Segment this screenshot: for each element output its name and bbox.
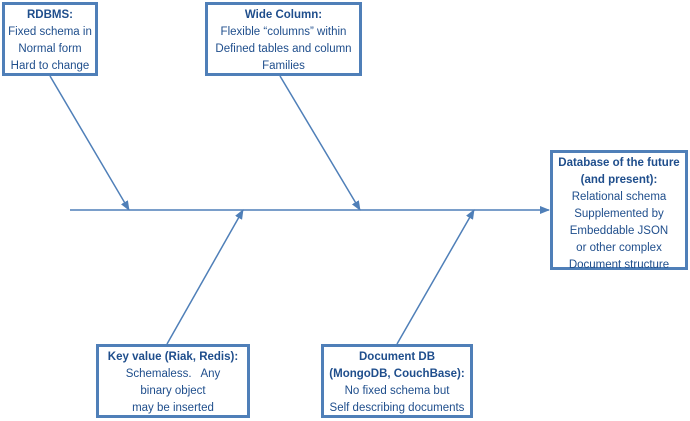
key-value-title: Key value (Riak, Redis): [107, 351, 239, 363]
key-value-line: may be inserted [132, 402, 214, 414]
rdbms-box: RDBMS: Fixed schema in Normal form Hard … [2, 2, 98, 76]
document-db-line: No fixed schema but [344, 385, 450, 397]
wide-column-box: Wide Column: Flexible “columns” within D… [205, 2, 362, 76]
wide-column-line: Defined tables and column [215, 43, 352, 55]
future-line: Document structure [568, 259, 670, 271]
key-value-line: binary object [140, 385, 206, 397]
future-title: (and present): [580, 174, 658, 186]
rdbms-line: Normal form [18, 43, 82, 55]
future-line: Relational schema [571, 191, 667, 203]
rdbms-line: Fixed schema in [8, 26, 92, 38]
future-title: Database of the future [558, 157, 680, 169]
rdbms-line: Hard to change [10, 60, 90, 72]
document-db-line: Self describing documents [329, 402, 465, 414]
key-value-box: Key value (Riak, Redis): Schemaless. Any… [96, 344, 250, 418]
document-db-arrow [396, 209, 475, 345]
future-line: Embeddable JSON [569, 225, 669, 237]
future-database-box: Database of the future (and present): Re… [550, 150, 688, 271]
document-db-box: Document DB (MongoDB, CouchBase): No fix… [321, 344, 473, 418]
key-value-line: Schemaless. Any [125, 368, 221, 380]
wide-column-line: Families [262, 60, 305, 72]
document-db-title: (MongoDB, CouchBase): [329, 368, 465, 380]
wide-column-line: Flexible “columns” within [220, 26, 347, 38]
key-value-arrow [166, 209, 244, 345]
rdbms-title: RDBMS: [27, 9, 73, 21]
wide-column-title: Wide Column: [244, 9, 323, 21]
wide-column-arrow [279, 75, 361, 211]
future-line: or other complex [576, 242, 662, 254]
future-line: Supplemented by [574, 208, 664, 220]
document-db-title: Document DB [358, 351, 436, 363]
rdbms-arrow [49, 75, 130, 211]
